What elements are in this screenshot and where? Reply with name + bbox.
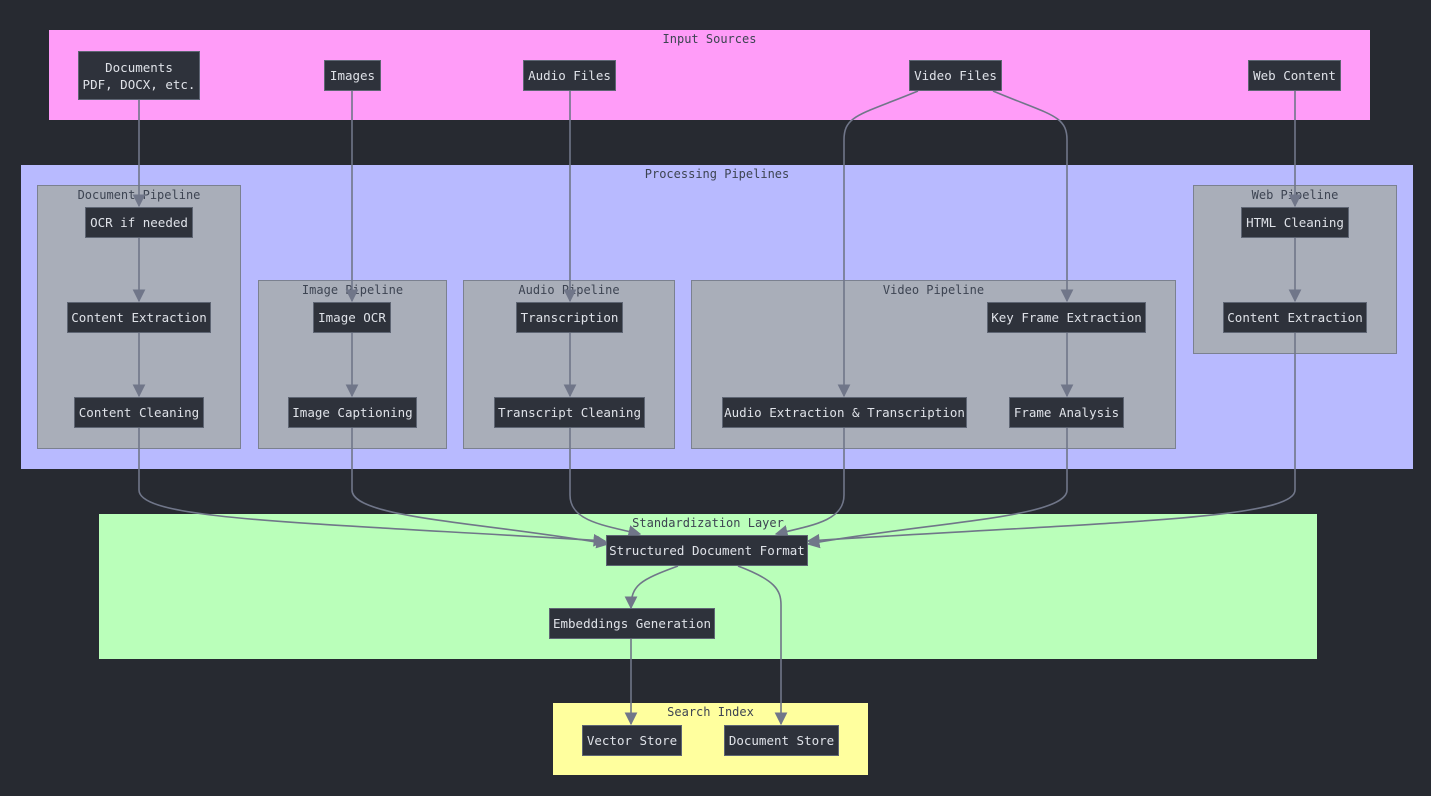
images-node[interactable]: Images — [324, 60, 381, 91]
document-store-node[interactable]: Document Store — [724, 725, 839, 756]
structured-document-format-label: Structured Document Format — [609, 543, 805, 558]
image-captioning-node[interactable]: Image Captioning — [288, 397, 417, 428]
input-sources-title: Input Sources — [662, 32, 757, 46]
content-cleaning-node[interactable]: Content Cleaning — [74, 397, 204, 428]
ocr-if-needed-node[interactable]: OCR if needed — [85, 207, 193, 238]
images-label: Images — [329, 68, 376, 83]
content-cleaning-label: Content Cleaning — [78, 405, 200, 420]
vector-store-label: Vector Store — [586, 733, 678, 748]
transcript-cleaning-label: Transcript Cleaning — [498, 405, 641, 420]
frame-analysis-node[interactable]: Frame Analysis — [1009, 397, 1124, 428]
processing-pipelines-title: Processing Pipelines — [644, 167, 790, 181]
key-frame-extraction-node[interactable]: Key Frame Extraction — [987, 302, 1146, 333]
audio-extraction-transcription-node[interactable]: Audio Extraction & Transcription — [722, 397, 967, 428]
image-ocr-node[interactable]: Image OCR — [313, 302, 391, 333]
key-frame-extraction-label: Key Frame Extraction — [991, 310, 1142, 325]
web-content-extraction-label: Content Extraction — [1227, 310, 1363, 325]
transcription-node[interactable]: Transcription — [516, 302, 623, 333]
video-files-node[interactable]: Video Files — [909, 60, 1002, 91]
audio-files-label: Audio Files — [528, 68, 611, 83]
documents-node[interactable]: Documents PDF, DOCX, etc. — [78, 51, 200, 100]
document-store-label: Document Store — [728, 733, 835, 748]
audio-pipeline-title: Audio Pipeline — [518, 283, 620, 297]
image-captioning-label: Image Captioning — [292, 405, 413, 420]
web-pipeline-title: Web Pipeline — [1251, 188, 1339, 202]
web-content-label: Web Content — [1253, 68, 1336, 83]
frame-analysis-label: Frame Analysis — [1013, 405, 1120, 420]
vector-store-node[interactable]: Vector Store — [582, 725, 682, 756]
image-ocr-label: Image OCR — [318, 310, 386, 325]
audio-files-node[interactable]: Audio Files — [523, 60, 616, 91]
documents-sublabel: PDF, DOCX, etc. — [82, 76, 196, 92]
embeddings-generation-label: Embeddings Generation — [552, 616, 712, 631]
search-index-title: Search Index — [667, 705, 754, 719]
html-cleaning-node[interactable]: HTML Cleaning — [1241, 207, 1349, 238]
transcript-cleaning-node[interactable]: Transcript Cleaning — [494, 397, 645, 428]
doc-content-extraction-node[interactable]: Content Extraction — [67, 302, 211, 333]
ocr-if-needed-label: OCR if needed — [90, 215, 188, 230]
embeddings-generation-node[interactable]: Embeddings Generation — [549, 608, 715, 639]
web-content-node[interactable]: Web Content — [1248, 60, 1341, 91]
transcription-label: Transcription — [520, 310, 619, 325]
document-pipeline-title: Document Pipeline — [77, 188, 201, 202]
audio-extraction-transcription-label: Audio Extraction & Transcription — [724, 405, 965, 420]
video-pipeline-title: Video Pipeline — [882, 283, 985, 297]
input-sources-cluster: Input Sources — [49, 30, 1370, 120]
doc-content-extraction-label: Content Extraction — [71, 310, 207, 325]
documents-label: Documents — [105, 59, 173, 75]
web-content-extraction-node[interactable]: Content Extraction — [1223, 302, 1367, 333]
standardization-layer-title: Standardization Layer — [632, 516, 784, 530]
video-files-label: Video Files — [914, 68, 997, 83]
html-cleaning-label: HTML Cleaning — [1246, 215, 1344, 230]
structured-document-format-node[interactable]: Structured Document Format — [606, 535, 808, 566]
image-pipeline-title: Image Pipeline — [301, 283, 404, 297]
